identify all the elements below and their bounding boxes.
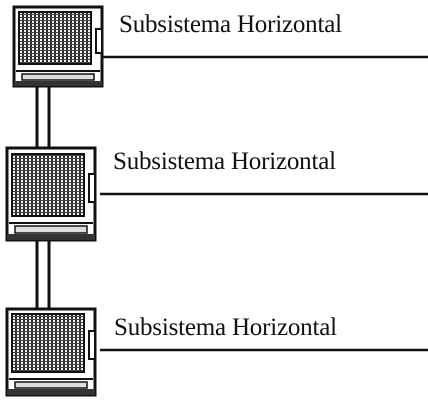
backbone-cable-1 [35,86,51,148]
subsystem-label: Subsistema Horizontal [114,314,337,341]
subsystem-label: Subsistema Horizontal [113,148,336,175]
rack-cabinet-icon [5,307,97,397]
subsystem-label: Subsistema Horizontal [119,11,342,38]
backbone-cable-2 [35,240,51,309]
rack-cabinet-icon [5,146,97,242]
rack-cabinet-icon [12,5,104,88]
